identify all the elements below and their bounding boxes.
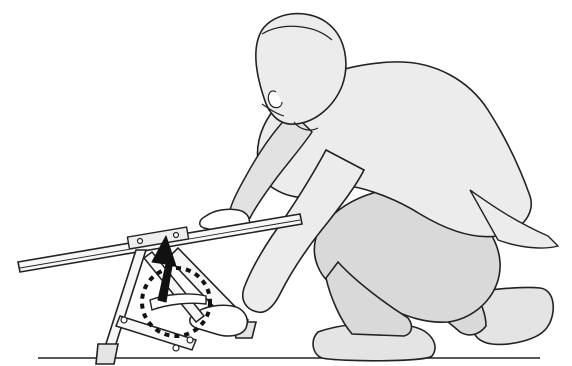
person-figure <box>190 14 558 361</box>
